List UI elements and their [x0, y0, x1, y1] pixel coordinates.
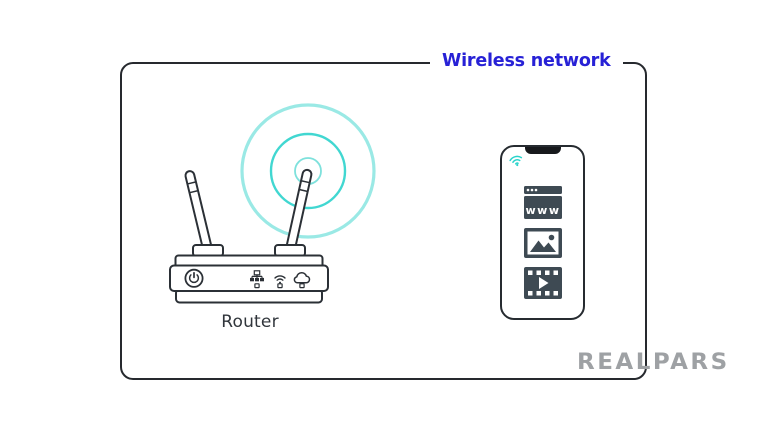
brand-logo: REALPARS — [577, 350, 730, 375]
phone-app-icons: www — [523, 186, 562, 299]
router-illustration — [169, 103, 376, 304]
antenna-mount-left — [192, 244, 224, 257]
antenna-mount-right — [274, 244, 306, 257]
router-antenna-left — [184, 170, 213, 255]
web-browser-icon: www — [523, 186, 562, 219]
led-indicators — [254, 283, 305, 289]
power-icon — [184, 268, 204, 288]
video-icon — [523, 267, 562, 299]
lan-icon — [250, 270, 264, 282]
photos-icon — [523, 228, 562, 258]
phone-notch — [524, 147, 561, 154]
router-label: Router — [221, 312, 279, 332]
diagram-title: Wireless network — [430, 48, 623, 75]
wireless-network-frame — [120, 62, 647, 380]
router-body — [169, 254, 329, 304]
wifi-status-icon — [509, 155, 523, 167]
wifi-icon — [274, 275, 286, 284]
cloud-icon — [293, 271, 311, 284]
smartphone: www — [500, 145, 585, 320]
router-antenna-right — [285, 168, 313, 255]
www-text: www — [525, 204, 560, 217]
